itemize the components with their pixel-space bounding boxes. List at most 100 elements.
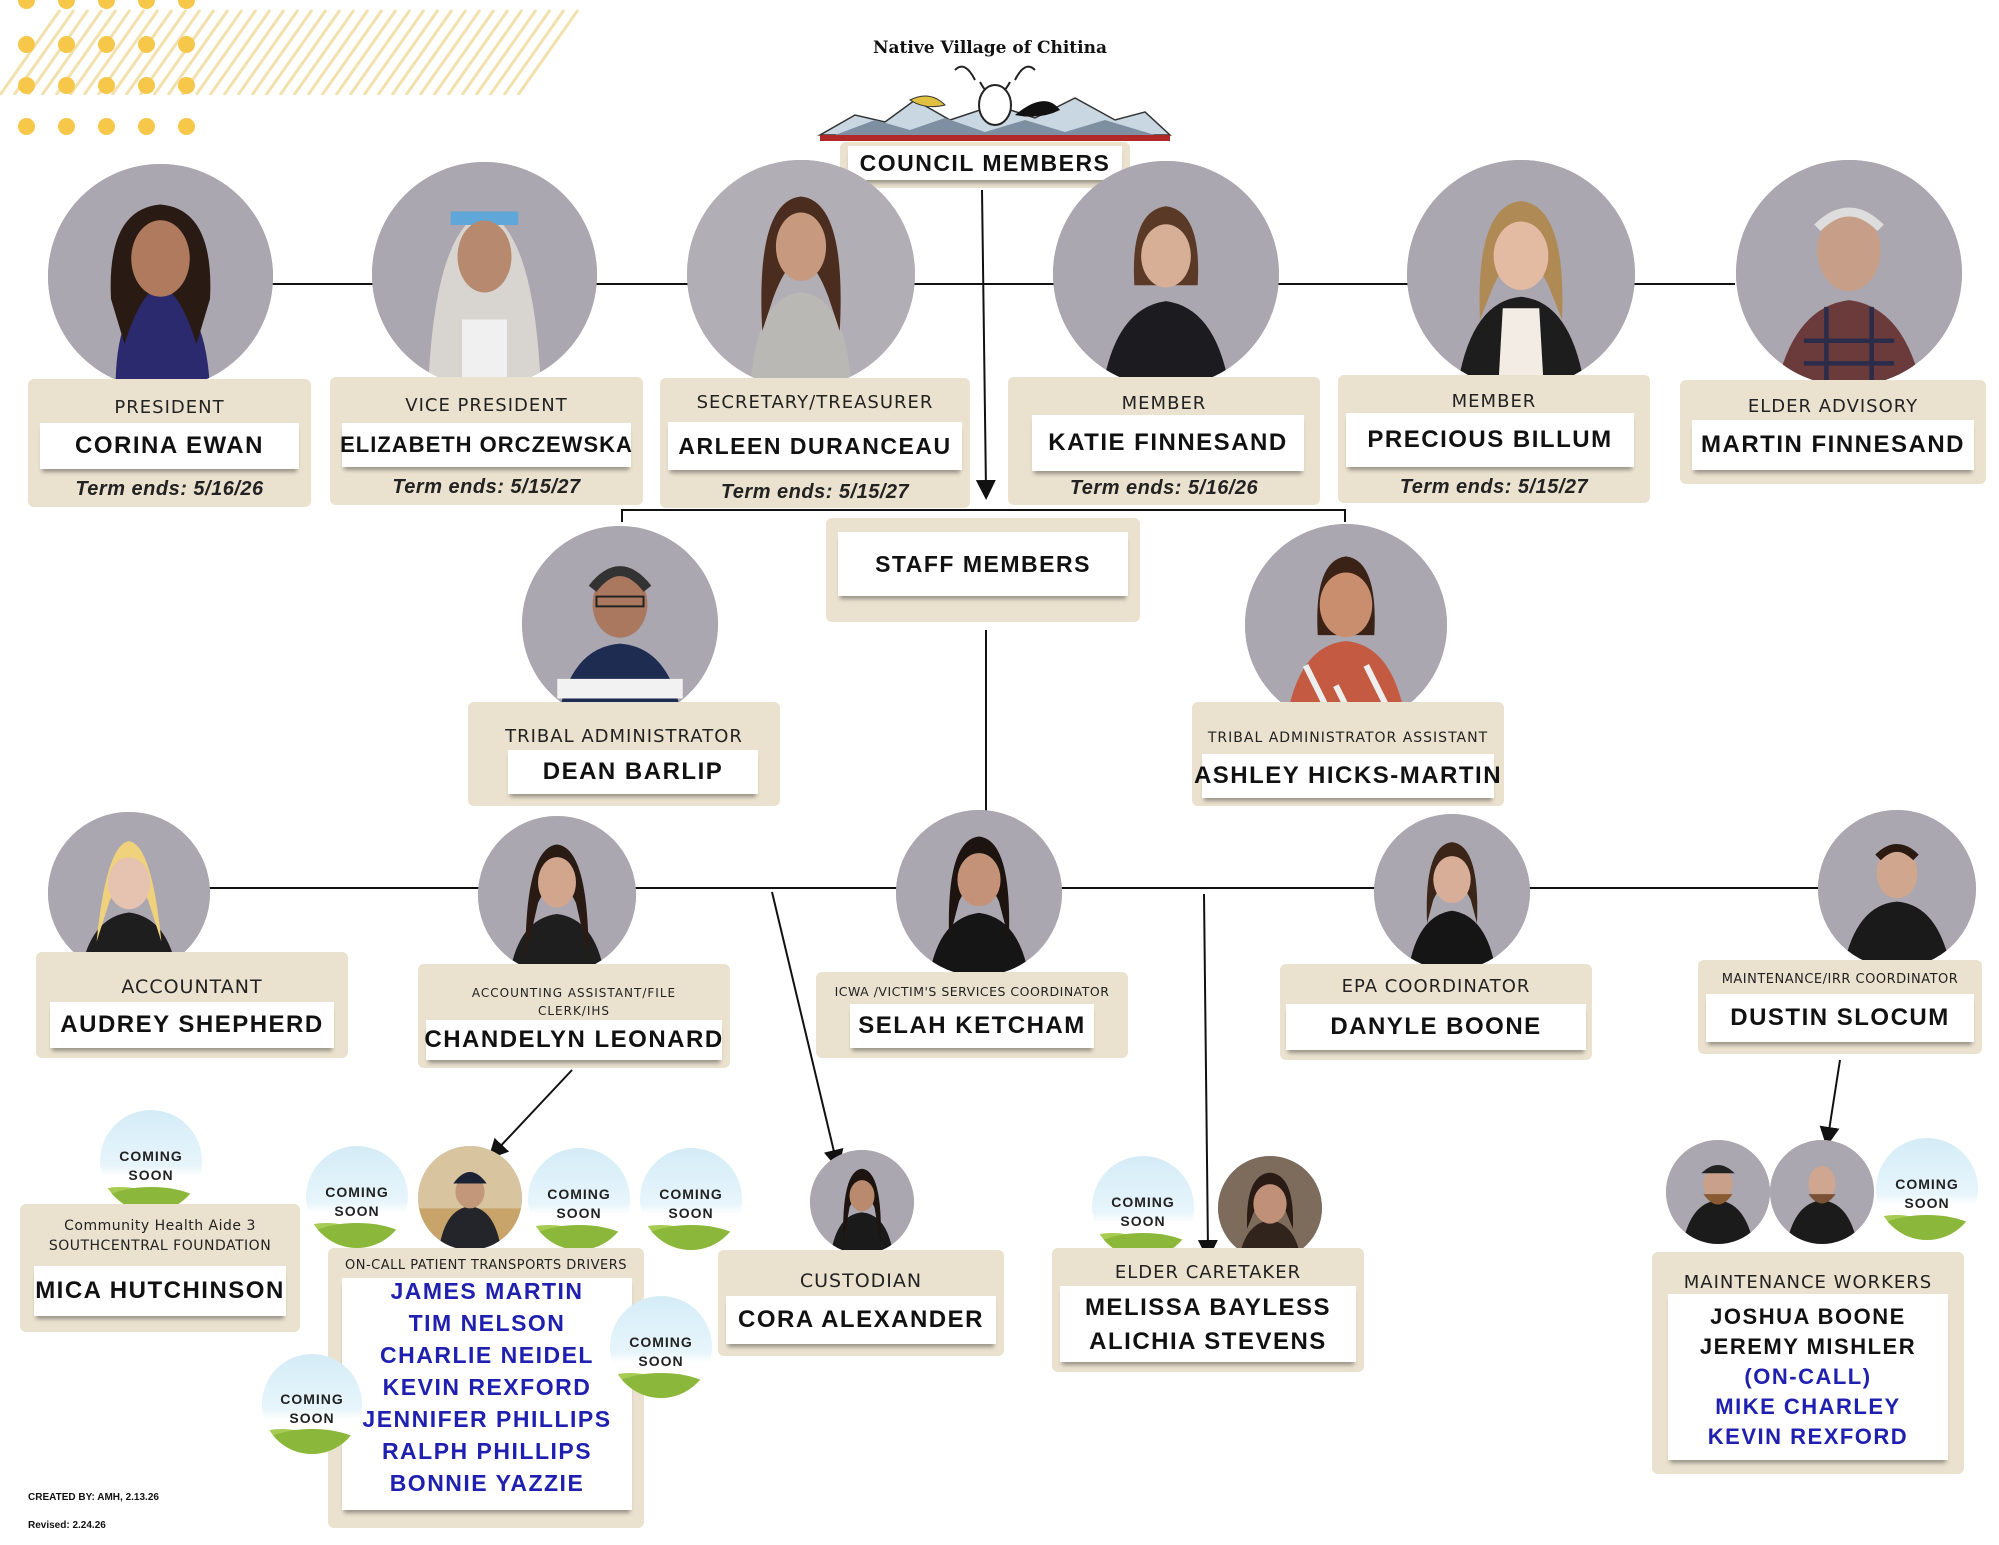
custodian-photo xyxy=(810,1150,914,1254)
role-label: ELDER ADVISORY xyxy=(1747,396,1919,417)
maintenance-workers-list-box: JOSHUA BOONE JEREMY MISHLER (ON-CALL) MI… xyxy=(1668,1294,1948,1460)
staff-card-epa-coordinator: EPA COORDINATOR DANYLE BOONE xyxy=(1280,964,1592,1060)
term-ends: Term ends: 5/15/27 xyxy=(392,476,581,498)
maintenance-worker-photo xyxy=(1770,1140,1874,1244)
person-name: MICA HUTCHINSON xyxy=(35,1277,285,1304)
person-name: ARLEEN DURANCEAU xyxy=(678,432,952,459)
admin-card-tribal-administrator: TRIBAL ADMINISTRATOR DEAN BARLIP xyxy=(468,702,780,806)
cha-card: Community Health Aide 3 SOUTHCENTRAL FOU… xyxy=(20,1204,300,1332)
role-label: MEMBER xyxy=(1121,393,1207,414)
drivers-card: ON-CALL PATIENT TRANSPORTS DRIVERS JAMES… xyxy=(328,1248,644,1528)
person-name: PRECIOUS BILLUM xyxy=(1367,426,1613,453)
staff-photo-icwa-coordinator xyxy=(896,810,1062,976)
person-name: JOSHUA BOONE xyxy=(1710,1304,1906,1329)
role-text: ACCOUNTING ASSISTANT/FILE CLERK/IHS xyxy=(471,986,677,1018)
person-name: SELAH KETCHAM xyxy=(858,1012,1086,1039)
role-label: SECRETARY/TREASURER xyxy=(696,392,934,413)
council-photo-member-precious xyxy=(1407,160,1635,388)
person-name: AUDREY SHEPHERD xyxy=(60,1011,324,1038)
term-ends: Term ends: 5/15/27 xyxy=(1399,476,1589,498)
custodian-card: CUSTODIAN CORA ALEXANDER xyxy=(718,1250,1004,1356)
cha-role-line1: Community Health Aide 3 xyxy=(64,1218,256,1234)
council-photo-vice-president xyxy=(372,162,597,387)
role-label: CUSTODIAN xyxy=(799,1270,923,1292)
staff-photo-accountant xyxy=(48,812,210,974)
role-label: TRIBAL ADMINISTRATOR xyxy=(505,726,743,747)
elder-caretaker-photo xyxy=(1218,1156,1322,1260)
driver-photo xyxy=(418,1146,522,1250)
driver-name: JAMES MARTIN xyxy=(390,1278,584,1304)
person-name: KATIE FINNESAND xyxy=(1048,429,1288,456)
revised-note: Revised: 2.24.26 xyxy=(28,1520,106,1531)
oncall-label: (ON-CALL) xyxy=(1744,1364,1872,1389)
elder-caretaker-list-box: MELISSA BAYLESS ALICHIA STEVENS xyxy=(1060,1286,1356,1362)
role-label: ACCOUNTING ASSISTANT/FILE CLERK/IHS xyxy=(418,984,730,1020)
person-name: CORINA EWAN xyxy=(75,432,264,459)
driver-name: BONNIE YAZZIE xyxy=(389,1470,585,1496)
role-label: MAINTENANCE WORKERS xyxy=(1683,1272,1933,1293)
maintenance-workers-card: MAINTENANCE WORKERS JOSHUA BOONE JEREMY … xyxy=(1652,1252,1964,1474)
admin-photo-assistant xyxy=(1245,524,1447,726)
council-card-elder-advisory: ELDER ADVISORY MARTIN FINNESAND xyxy=(1680,380,1986,484)
staff-card-accounting-assistant: ACCOUNTING ASSISTANT/FILE CLERK/IHS CHAN… xyxy=(418,964,730,1068)
driver-name: CHARLIE NEIDEL xyxy=(380,1342,594,1368)
role-label: MAINTENANCE/IRR COORDINATOR xyxy=(1721,972,1959,987)
term-ends: Term ends: 5/16/26 xyxy=(75,478,264,500)
created-by-note: CREATED BY: AMH, 2.13.26 xyxy=(28,1492,159,1503)
council-members-header: COUNCIL MEMBERS xyxy=(840,142,1130,188)
staff-card-maintenance-coordinator: MAINTENANCE/IRR COORDINATOR DUSTIN SLOCU… xyxy=(1698,960,1982,1054)
council-card-member-precious: MEMBER PRECIOUS BILLUM Term ends: 5/15/2… xyxy=(1338,375,1650,503)
role-label: ICWA /VICTIM'S SERVICES COORDINATOR xyxy=(834,984,1110,999)
driver-name: KEVIN REXFORD xyxy=(382,1374,592,1400)
council-members-label: COUNCIL MEMBERS xyxy=(859,149,1111,176)
staff-photo-maintenance-coordinator xyxy=(1818,810,1976,968)
role-label: ON-CALL PATIENT TRANSPORTS DRIVERS xyxy=(345,1258,627,1273)
elder-caretaker-card: ELDER CARETAKER MELISSA BAYLESS ALICHIA … xyxy=(1052,1248,1364,1372)
driver-name: JENNIFER PHILLIPS xyxy=(362,1406,612,1432)
council-photo-president xyxy=(48,164,273,389)
council-photo-secretary-treasurer xyxy=(687,160,915,388)
decorative-stripes xyxy=(0,0,590,95)
role-label: TRIBAL ADMINISTRATOR ASSISTANT xyxy=(1207,730,1489,746)
council-photo-elder-advisory xyxy=(1736,160,1962,386)
person-name: MIKE CHARLEY xyxy=(1715,1394,1901,1419)
staff-members-label: STAFF MEMBERS xyxy=(875,550,1091,577)
maintenance-worker-photo xyxy=(1666,1140,1770,1244)
term-ends: Term ends: 5/15/27 xyxy=(720,481,910,503)
admin-card-assistant: TRIBAL ADMINISTRATOR ASSISTANT ASHLEY HI… xyxy=(1192,702,1504,806)
staff-members-header: STAFF MEMBERS xyxy=(826,518,1140,622)
council-card-secretary-treasurer: SECRETARY/TREASURER ARLEEN DURANCEAU Ter… xyxy=(660,378,970,508)
role-label: ELDER CARETAKER xyxy=(1114,1262,1302,1283)
role-label: ACCOUNTANT xyxy=(121,976,263,998)
role-label: PRESIDENT xyxy=(114,397,225,418)
admin-photo-tribal-administrator xyxy=(522,526,718,722)
role-label: EPA COORDINATOR xyxy=(1341,976,1531,997)
council-card-member-katie: MEMBER KATIE FINNESAND Term ends: 5/16/2… xyxy=(1008,377,1320,505)
staff-card-icwa-coordinator: ICWA /VICTIM'S SERVICES COORDINATOR SELA… xyxy=(816,972,1128,1058)
person-name: MELISSA BAYLESS xyxy=(1084,1294,1332,1321)
staff-card-accountant: ACCOUNTANT AUDREY SHEPHERD xyxy=(36,952,348,1058)
council-card-vice-president: VICE PRESIDENT ELIZABETH ORCZEWSKA Term … xyxy=(330,377,643,505)
driver-name: TIM NELSON xyxy=(408,1310,566,1336)
person-name: CHANDELYN LEONARD xyxy=(424,1026,724,1053)
cha-role-line2: SOUTHCENTRAL FOUNDATION xyxy=(48,1238,272,1254)
role-label: MEMBER xyxy=(1451,391,1537,412)
person-name: ELIZABETH ORCZEWSKA xyxy=(340,432,633,457)
council-photo-member-katie xyxy=(1053,161,1279,387)
person-name: KEVIN REXFORD xyxy=(1707,1424,1909,1449)
person-name: MARTIN FINNESAND xyxy=(1701,431,1965,458)
tribal-logo xyxy=(815,60,1175,145)
term-ends: Term ends: 5/16/26 xyxy=(1069,477,1259,499)
driver-name: RALPH PHILLIPS xyxy=(381,1438,593,1464)
person-name: DANYLE BOONE xyxy=(1330,1013,1542,1040)
person-name: DEAN BARLIP xyxy=(542,758,724,785)
staff-photo-accounting-assistant xyxy=(478,816,636,974)
person-name: ALICHIA STEVENS xyxy=(1089,1328,1327,1355)
